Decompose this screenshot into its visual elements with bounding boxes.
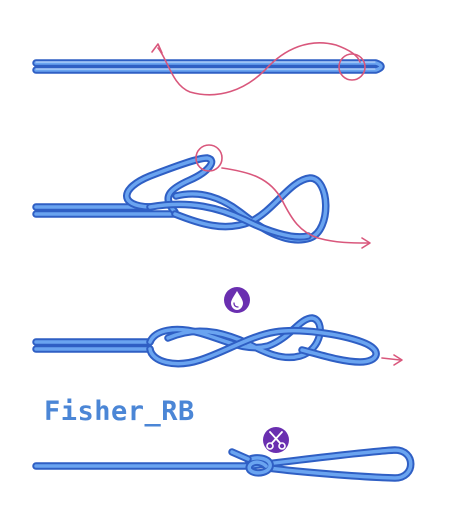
step-2 [32, 144, 371, 249]
step-2-guide-circle [195, 144, 223, 172]
step-3-guide-path [381, 354, 403, 366]
step-4-knot [228, 448, 274, 477]
step-4 [32, 427, 415, 482]
step-2-guide-path [195, 144, 371, 249]
step-2-arrowhead [361, 237, 371, 249]
step-4-line [32, 446, 415, 482]
water-drop-icon [224, 287, 250, 313]
step-1-guide-path [151, 42, 366, 96]
scissors-icon [263, 427, 289, 453]
step-3 [32, 287, 403, 368]
step-2-line [32, 154, 330, 244]
watermark-text: Fisher_RB [44, 396, 195, 427]
step-1-arrowhead [151, 43, 163, 54]
step-3-arrowhead [393, 354, 403, 366]
step-1-doubled-line [32, 59, 385, 74]
step-1-guide-circle [338, 53, 366, 81]
step-1 [32, 42, 385, 96]
step-3-line [32, 314, 380, 368]
